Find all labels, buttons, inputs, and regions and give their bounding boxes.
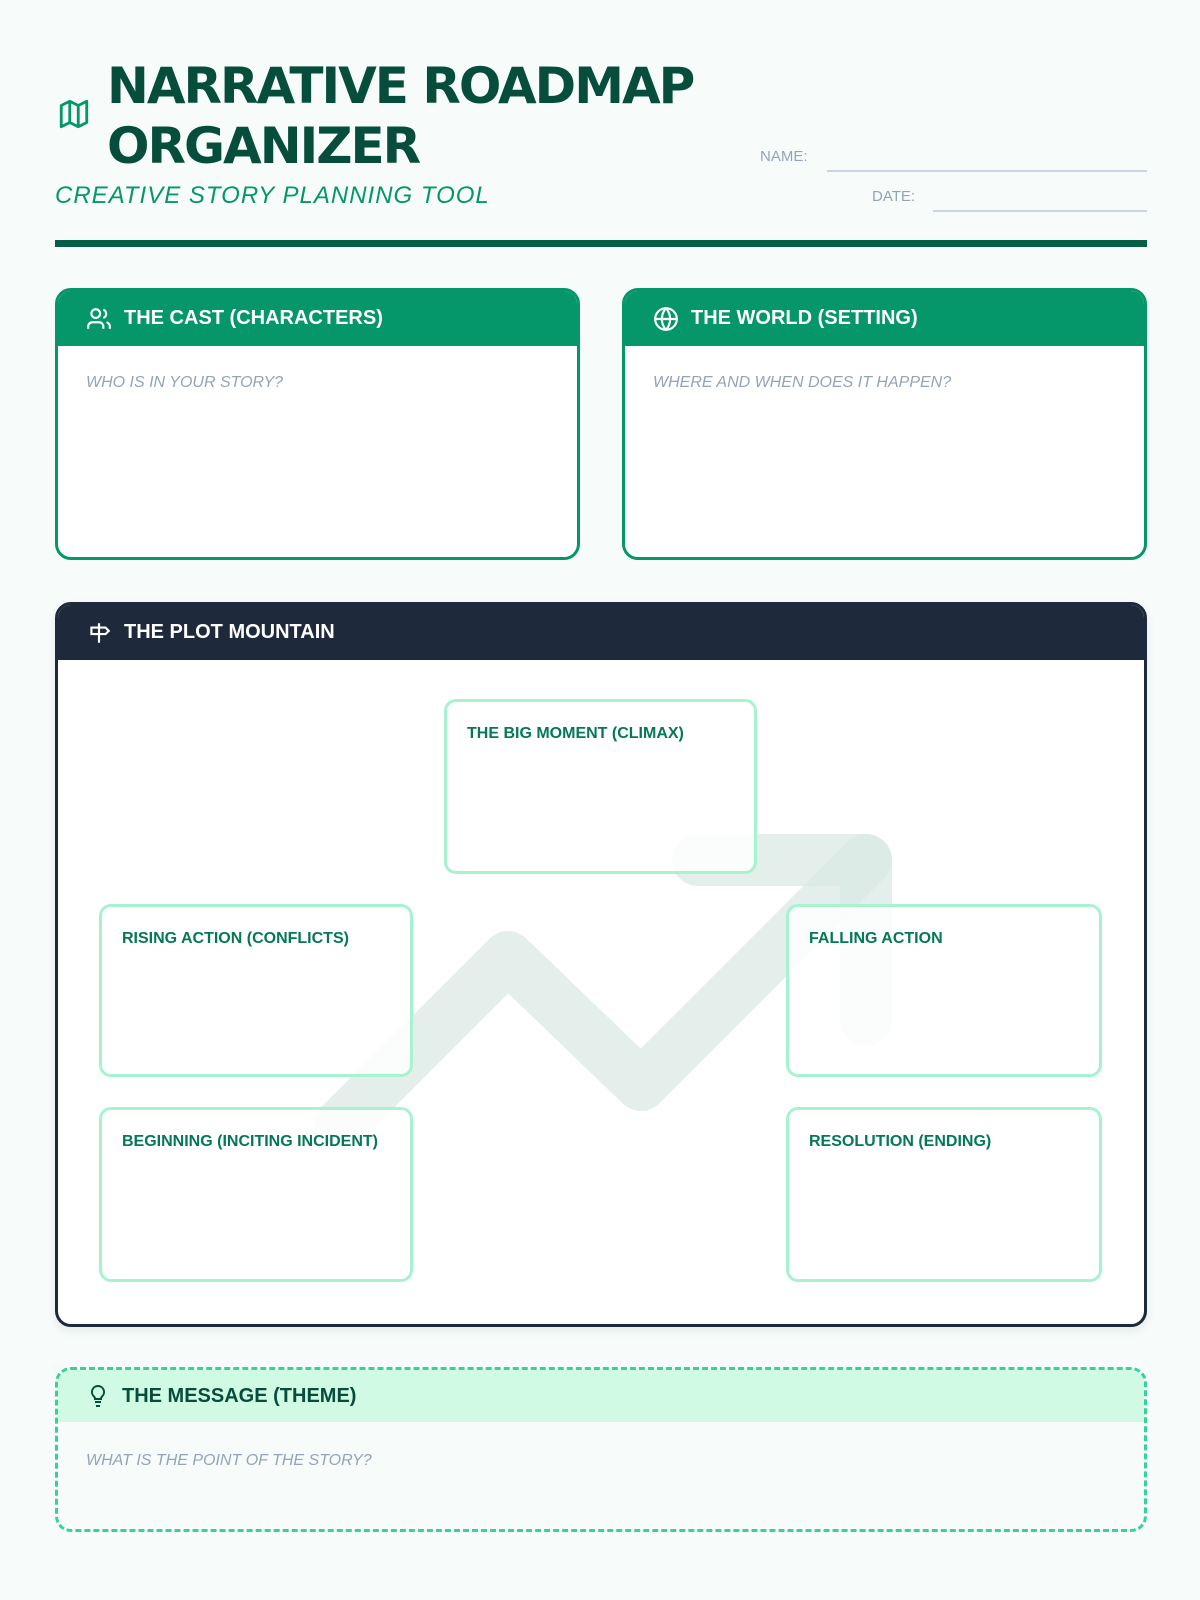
climax-box[interactable]: THE BIG MOMENT (CLIMAX) xyxy=(444,699,757,874)
name-label: NAME: xyxy=(760,148,808,165)
cast-card[interactable]: THE CAST (CHARACTERS) WHO IS IN YOUR STO… xyxy=(55,288,580,560)
rising-action-box[interactable]: RISING ACTION (CONFLICTS) xyxy=(99,904,413,1077)
title-line-1: NARRATIVE ROADMAP xyxy=(107,57,695,115)
subtitle: CREATIVE STORY PLANNING TOOL xyxy=(55,182,490,209)
lightbulb-icon xyxy=(90,1384,106,1407)
theme-card[interactable]: THE MESSAGE (THEME) WHAT IS THE POINT OF… xyxy=(55,1367,1147,1532)
globe-icon xyxy=(654,306,678,331)
cast-prompt: WHO IS IN YOUR STORY? xyxy=(86,374,284,391)
title-line-2: ORGANIZER xyxy=(107,117,421,175)
beginning-box[interactable]: BEGINNING (INCITING INCIDENT) xyxy=(99,1107,413,1282)
resolution-box[interactable]: RESOLUTION (ENDING) xyxy=(786,1107,1102,1282)
theme-title: THE MESSAGE (THEME) xyxy=(122,1384,357,1407)
theme-prompt: WHAT IS THE POINT OF THE STORY? xyxy=(86,1452,372,1469)
header-divider xyxy=(55,240,1147,247)
date-label: DATE: xyxy=(872,188,916,205)
users-icon xyxy=(87,307,111,329)
name-field[interactable] xyxy=(827,170,1147,172)
signpost-icon xyxy=(90,622,111,643)
falling-action-box[interactable]: FALLING ACTION xyxy=(786,904,1102,1077)
plot-mountain-panel: THE PLOT MOUNTAIN THE BIG MOMENT (CLIMAX… xyxy=(55,602,1147,1327)
world-card[interactable]: THE WORLD (SETTING) WHERE AND WHEN DOES … xyxy=(622,288,1147,560)
cast-title: THE CAST (CHARACTERS) xyxy=(124,307,383,329)
world-title: THE WORLD (SETTING) xyxy=(691,307,918,329)
plot-title: THE PLOT MOUNTAIN xyxy=(124,621,335,643)
world-prompt: WHERE AND WHEN DOES IT HAPPEN? xyxy=(653,374,952,391)
date-field[interactable] xyxy=(933,210,1147,212)
map-icon xyxy=(59,99,89,129)
